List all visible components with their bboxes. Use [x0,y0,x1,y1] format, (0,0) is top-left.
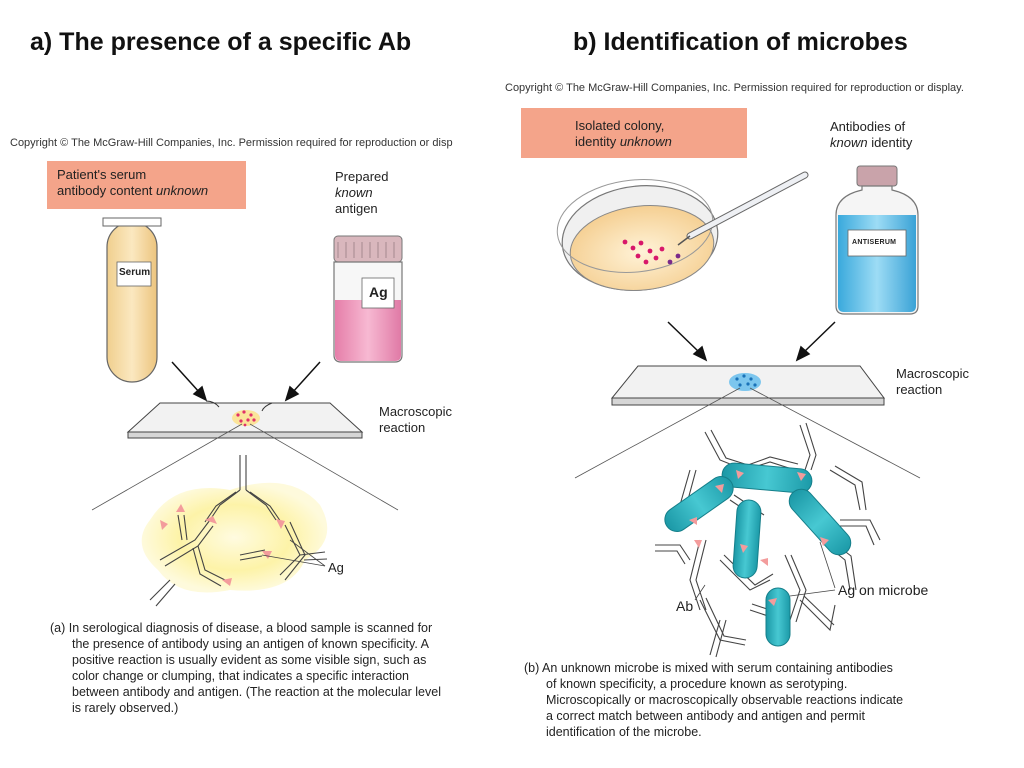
arrows-a [171,361,321,402]
macro-a-line1: Macroscopic [379,404,452,419]
caption-b-line: Microscopically or macroscopically obser… [546,693,904,707]
serum-tube [102,217,162,383]
macro-b-line1: Macroscopic [896,366,969,381]
caption-a-line: is rarely observed.) [72,701,179,715]
prepared-antigen-label: Prepared known antigen [335,169,388,217]
caption-a: (a) In serological diagnosis of disease,… [50,620,490,716]
prepared-line1: Prepared [335,169,389,184]
macroscopic-reaction-a: Macroscopic reaction [379,404,452,436]
caption-b-line: of known specificity, a procedure known … [546,677,848,691]
patient-serum-unknown: unknown [156,183,209,198]
copyright-right: Copyright © The McGraw-Hill Companies, I… [505,82,964,94]
caption-b-line: a correct match between antibody and ant… [546,709,865,723]
caption-b: (b) An unknown microbe is mixed with ser… [524,660,1004,740]
patient-serum-line1: Patient's serum [57,167,147,182]
antibodies-line1: Antibodies of [830,119,906,134]
caption-a-line: color change or clumping, that indicates… [72,669,409,683]
colony-unknown: unknown [619,134,672,149]
serum-tube-label: Serum [119,267,151,278]
colony-line2: identity [575,134,620,149]
antibodies-known: known [830,135,868,150]
ag-label-a: Ag [328,560,344,575]
slide-a [91,400,399,511]
title-right: b) Identification of microbes [573,28,908,56]
caption-a-line: positive reaction is usually evident as … [72,653,427,667]
macro-a-line2: reaction [379,420,426,435]
prepared-line3: antigen [335,201,378,216]
antigen-jar-label: Ag [369,284,388,300]
ag-on-microbe-label: Ag on microbe [838,582,929,598]
caption-b-line: identification of the microbe. [546,725,702,739]
macro-b-line2: reaction [896,382,943,397]
macroscopic-reaction-b: Macroscopic reaction [896,366,969,398]
ab-label: Ab [676,598,694,614]
antiserum-bottle-label: ANTISERUM [852,239,897,246]
antibodies-identity: identity [867,135,913,150]
antigen-jar [333,235,403,363]
caption-a-line: the presence of antibody using an antige… [72,637,429,651]
copyright-left: Copyright © The McGraw-Hill Companies, I… [10,137,453,149]
arrows-b [667,321,836,362]
caption-a-line: between antibody and antigen. (The react… [72,685,441,699]
isolated-colony-label-box: Isolated colony, identity unknown [521,108,747,158]
microbe-lattice [655,422,881,658]
caption-b-line: (b) An unknown microbe is mixed with ser… [524,661,893,675]
patient-serum-label-box: Patient's serum antibody content unknown [47,161,246,209]
caption-a-line: (a) In serological diagnosis of disease,… [50,621,433,635]
antibodies-known-label: Antibodies of known identity [830,119,912,151]
petri-dish [556,179,719,291]
colony-line1: Isolated colony, [575,118,665,133]
antibody-clump-a [141,455,328,607]
prepared-known: known [335,185,373,200]
slide-b [574,365,921,479]
antiserum-bottle [835,165,919,315]
patient-serum-line2: antibody content [57,183,157,198]
inoculating-loop [677,171,809,246]
title-left: a) The presence of a specific Ab [30,28,412,56]
